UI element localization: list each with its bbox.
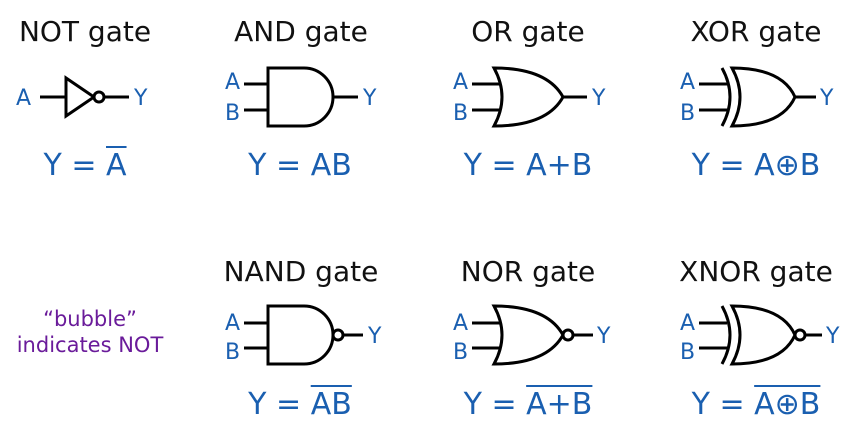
xnor-gate-title: XNOR gate <box>679 255 833 288</box>
nor-input-a-label: A <box>453 311 468 336</box>
not-gate-title: NOT gate <box>18 15 152 48</box>
and-gate-symbol: A B Y <box>225 66 377 128</box>
or-input-a-label: A <box>453 70 468 95</box>
bubble-note-line1: “bubble” <box>43 307 137 331</box>
nand-output-y-label: Y <box>367 324 382 349</box>
xnor-gate-symbol: A B Y <box>680 304 840 366</box>
or-input-b-label: B <box>453 101 468 126</box>
not-gate-equation: Y = A <box>43 148 127 183</box>
xor-input-a-label: A <box>680 70 695 95</box>
nor-gate-title: NOR gate <box>460 255 596 288</box>
xor-output-y-label: Y <box>819 86 834 111</box>
nand-gate-equation: Y = AB <box>248 387 352 422</box>
not-bubble <box>92 90 106 104</box>
and-output-y-label: Y <box>362 86 377 111</box>
nand-input-b-label: B <box>225 340 240 365</box>
not-gate-symbol: A Y <box>16 75 148 119</box>
nor-input-b-label: B <box>453 340 468 365</box>
nand-input-a-label: A <box>225 311 240 336</box>
not-input-a-label: A <box>16 86 31 111</box>
xor-input-b-label: B <box>680 101 695 126</box>
nor-output-y-label: Y <box>596 324 611 349</box>
bubble-note-line2: indicates NOT <box>16 333 164 358</box>
nor-gate-symbol: A B Y <box>453 304 611 366</box>
and-gate-equation: Y = AB <box>248 148 352 183</box>
or-gate-symbol: A B Y <box>453 66 606 128</box>
nand-gate-title: NAND gate <box>223 255 379 288</box>
xnor-bubble <box>793 328 807 342</box>
bubble-note: “bubble” indicates NOT <box>17 306 164 359</box>
and-input-a-label: A <box>225 70 240 95</box>
xor-gate-title: XOR gate <box>690 15 822 48</box>
nand-gate-symbol: A B Y <box>225 304 382 366</box>
nor-gate-equation: Y = A+B <box>463 387 593 422</box>
xnor-input-a-label: A <box>680 311 695 336</box>
xnor-output-y-label: Y <box>825 324 840 349</box>
and-input-b-label: B <box>225 101 240 126</box>
xnor-gate-equation: Y = A⊕B <box>691 387 821 422</box>
nor-bubble <box>561 328 575 342</box>
xnor-input-b-label: B <box>680 340 695 365</box>
xor-gate-equation: Y = A⊕B <box>691 148 821 183</box>
or-output-y-label: Y <box>591 86 606 111</box>
and-gate-title: AND gate <box>234 15 368 48</box>
or-gate-title: OR gate <box>471 15 585 48</box>
xor-gate-symbol: A B Y <box>680 66 834 128</box>
nand-bubble <box>331 328 345 342</box>
not-output-y-label: Y <box>133 86 148 111</box>
or-gate-equation: Y = A+B <box>463 148 593 183</box>
